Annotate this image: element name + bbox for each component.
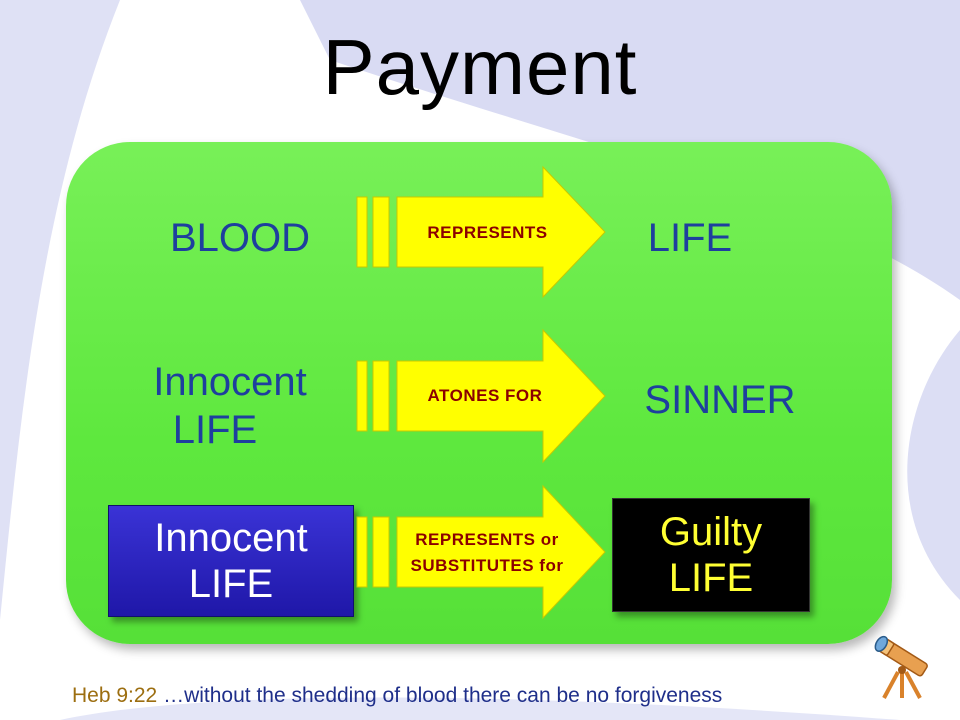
scripture-text: …without the shedding of blood there can… [157, 684, 723, 707]
scripture-reference: Heb 9:22 [72, 684, 158, 707]
represents-label: REPRESENTS [427, 223, 548, 242]
substitutes-arrow [356, 484, 606, 620]
substitutes-line2: SUBSTITUTES for [410, 556, 564, 575]
guilty-box-line2: LIFE [668, 556, 754, 600]
innocent-box-line2: LIFE [188, 562, 274, 606]
sinner-label: SINNER [644, 378, 796, 422]
page-title: Payment [322, 23, 638, 111]
life-text: LIFE [172, 408, 258, 452]
represents-arrow [356, 165, 606, 299]
telescope-icon [874, 635, 928, 699]
substitutes-line1: REPRESENTS or [415, 530, 559, 549]
blood-label: BLOOD [169, 216, 311, 260]
guilty-life-box: Guilty LIFE [612, 498, 810, 612]
innocent-box-line1: Innocent [154, 516, 308, 560]
atones-for-label: ATONES FOR [427, 386, 543, 405]
scripture-footer: Heb 9:22 …without the shedding of blood … [72, 684, 722, 708]
innocent-life-label: Innocent LIFE [130, 358, 330, 454]
substitutes-label: REPRESENTS or SUBSTITUTES for [372, 527, 602, 579]
innocent-life-box: Innocent LIFE [108, 505, 354, 617]
atones-for-arrow [356, 328, 606, 464]
guilty-box-line1: Guilty [659, 510, 763, 554]
innocent-text: Innocent [153, 360, 307, 404]
life-label: LIFE [647, 216, 733, 260]
